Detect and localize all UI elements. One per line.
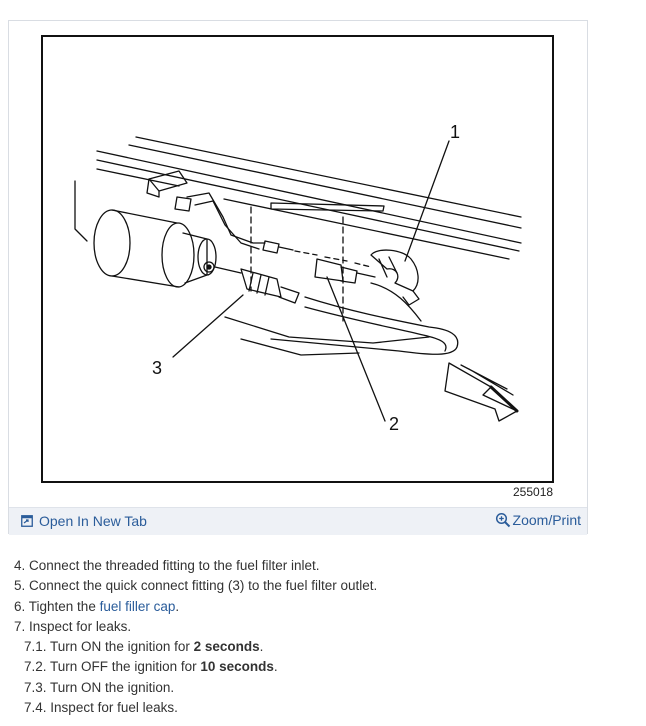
step-7-2: 7.2. Turn OFF the ignition for 10 second… — [14, 657, 377, 677]
step-number: 7.4. — [24, 700, 47, 716]
step-text: Inspect for leaks. — [29, 618, 132, 634]
callout-3: 3 — [152, 358, 162, 378]
step-number: 4. — [14, 558, 26, 573]
zoom-icon — [495, 512, 511, 528]
step-text: Connect the threaded fitting to the fuel… — [29, 558, 320, 573]
step-6: 6. Tighten the fuel filler cap. — [14, 597, 377, 617]
step-number: 7.2. — [24, 659, 47, 675]
open-in-new-tab-icon — [21, 515, 33, 527]
step-text-prefix: Turn OFF the ignition for — [50, 659, 201, 675]
step-text-suffix: . — [273, 659, 278, 675]
step-7-3: 7.3. Turn ON the ignition. — [14, 678, 377, 698]
callout-2: 2 — [389, 414, 399, 434]
figure-number: 255018 — [513, 485, 554, 499]
zoom-print-label: Zoom/Print — [512, 512, 581, 528]
step-text: Turn ON the ignition. — [50, 679, 175, 695]
figure-container: 1 2 3 255018 Open In New Tab — [8, 20, 588, 535]
step-number: 7. — [14, 618, 26, 634]
step-text-suffix: . — [175, 598, 180, 614]
procedure-steps: 4. Connect the threaded fitting to the f… — [14, 556, 377, 718]
step-5: 5. Connect the quick connect fitting (3)… — [14, 576, 377, 596]
open-in-new-tab-label: Open In New Tab — [39, 513, 147, 529]
step-number: 6. — [14, 598, 26, 614]
callout-1: 1 — [450, 122, 460, 142]
step-7-1: 7.1. Turn ON the ignition for 2 seconds. — [14, 637, 377, 657]
step-7: 7. Inspect for leaks. — [14, 617, 377, 637]
figure-toolbar: Open In New Tab Zoom/Print — [9, 507, 587, 535]
step-7-4: 7.4. Inspect for fuel leaks. — [14, 698, 377, 718]
zoom-print-link[interactable]: Zoom/Print — [495, 512, 581, 528]
step-duration: 2 seconds — [193, 639, 260, 655]
fuel-filter-illustration: 1 2 3 — [41, 35, 554, 483]
step-number: 5. — [14, 578, 26, 594]
step-text: Connect the quick connect fitting (3) to… — [29, 578, 378, 594]
open-in-new-tab-link[interactable]: Open In New Tab — [21, 513, 147, 529]
step-text: Inspect for fuel leaks. — [50, 700, 178, 716]
step-text-suffix: . — [259, 639, 264, 655]
fuel-filler-cap-link[interactable]: fuel filler cap — [99, 598, 176, 614]
step-number: 7.3. — [24, 679, 47, 695]
step-duration: 10 seconds — [200, 659, 274, 675]
step-number: 7.1. — [24, 639, 47, 655]
step-text-prefix: Tighten the — [28, 598, 100, 614]
step-text-prefix: Turn ON the ignition for — [50, 639, 194, 655]
step-4: 4. Connect the threaded fitting to the f… — [14, 556, 377, 576]
